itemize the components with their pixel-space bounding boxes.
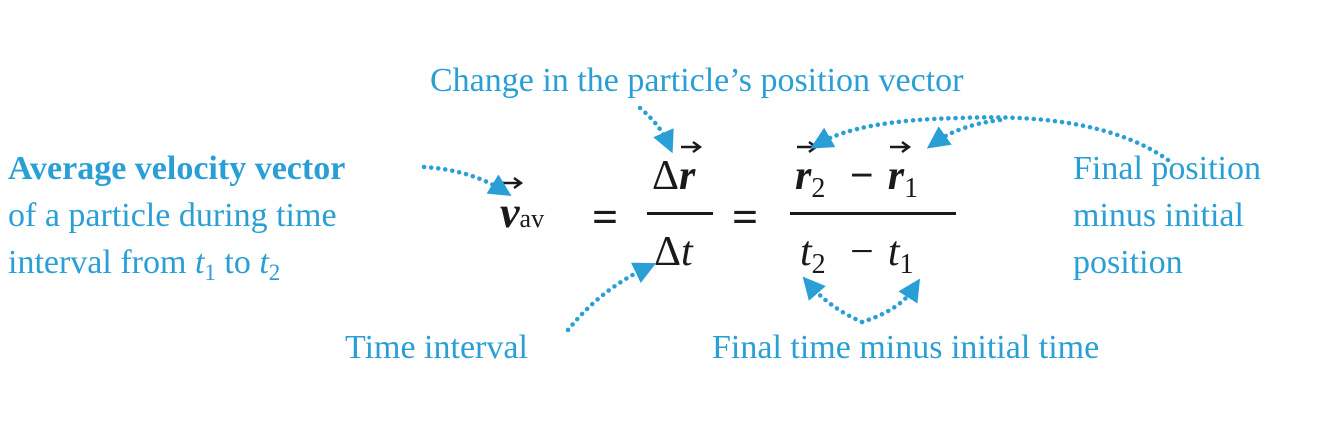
fraction-bar-2 bbox=[790, 212, 956, 215]
denominator-t2-minus-t1: t2 −t1 bbox=[800, 229, 914, 280]
label-time-interval: Time interval bbox=[345, 329, 528, 366]
equation-v-av: v av bbox=[500, 177, 544, 244]
dotted-arrow-final-time-t1 bbox=[859, 278, 921, 325]
fraction-bar-1 bbox=[647, 212, 713, 215]
dotted-arrow-final-position-r2 bbox=[810, 115, 1171, 163]
vector-arrow-icon bbox=[681, 141, 703, 153]
vector-r1: r bbox=[888, 141, 911, 200]
label-final-position-line1: Final position bbox=[1073, 150, 1261, 187]
equals-sign-1: = bbox=[592, 191, 619, 242]
label-average-velocity-line3: interval from t1 to t2 bbox=[8, 244, 281, 285]
label-average-velocity-line2: of a particle during time bbox=[8, 197, 337, 234]
vector-arrow-icon bbox=[889, 141, 911, 153]
label-final-position-line2: minus initial bbox=[1073, 197, 1244, 234]
label-final-time-minus-initial: Final time minus initial time bbox=[712, 329, 1100, 366]
dotted-arrow-final-position-r1 bbox=[926, 117, 1003, 149]
label-final-position-line3: position bbox=[1073, 244, 1183, 281]
dotted-arrow-change-position bbox=[637, 105, 674, 154]
equals-sign-2: = bbox=[732, 191, 759, 242]
label-change-in-position: Change in the particle’s position vector bbox=[430, 62, 964, 99]
label-average-velocity-vector: Average velocity vector bbox=[8, 150, 346, 187]
denominator-delta-t: Δt bbox=[654, 229, 693, 275]
vector-r: r bbox=[679, 141, 703, 200]
numerator-delta-r: Δr bbox=[652, 141, 703, 200]
dotted-arrow-average-velocity bbox=[421, 164, 512, 196]
dotted-arrow-time-interval bbox=[565, 262, 657, 333]
dotted-arrow-final-time-t2 bbox=[802, 276, 865, 325]
